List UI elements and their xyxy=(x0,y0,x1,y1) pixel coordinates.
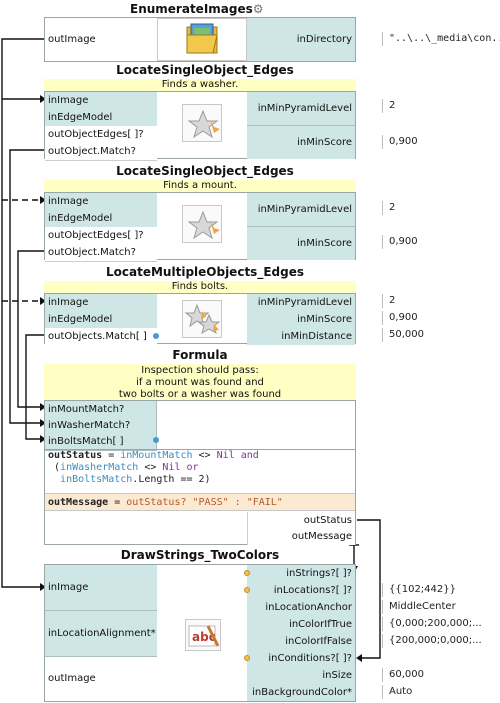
formula-description: Inspection should pass: if a mount was f… xyxy=(44,364,356,402)
optional-port-icon xyxy=(244,570,250,576)
pin-out-object-edges[interactable]: outObjectEdges[ ]? xyxy=(45,126,157,144)
value-min-score[interactable]: 0,900 xyxy=(382,135,418,149)
pin-in-edge-model[interactable]: inEdgeModel xyxy=(45,210,157,228)
pin-in-edge-model[interactable]: inEdgeModel xyxy=(45,109,157,127)
value-size[interactable]: 60,000 xyxy=(382,668,424,682)
value-color-if-true[interactable]: {0,000;200,000;... xyxy=(382,617,482,631)
pin-in-conditions[interactable]: inConditions?[ ]? xyxy=(247,650,355,668)
formula-status-expression[interactable]: outStatus = inMountMatch <> Nil and (inW… xyxy=(48,450,259,485)
array-port-icon xyxy=(153,437,159,443)
draw-text-icon: abc xyxy=(185,619,221,651)
folder-images-icon xyxy=(157,18,247,61)
pin-in-color-if-false[interactable]: inColorIfFalse xyxy=(247,633,355,651)
directory-value[interactable]: "..\..\_media\con... xyxy=(382,32,500,46)
pin-out-object-edges[interactable]: outObjectEdges[ ]? xyxy=(45,227,157,245)
locate2-description: Finds a mount. xyxy=(44,180,356,193)
pin-out-image[interactable]: outImage xyxy=(45,657,157,701)
formula-message-row[interactable]: outMessage = outStatus? "PASS" : "FAIL" xyxy=(45,493,355,511)
locate-bolts-block[interactable]: inImage inEdgeModel outObjects.Match[ ] … xyxy=(44,293,356,345)
optional-port-icon xyxy=(244,655,250,661)
value-color-if-false[interactable]: {200,000;0,000;... xyxy=(382,634,482,648)
value-background-color[interactable]: Auto xyxy=(382,685,412,699)
pin-in-locations[interactable]: inLocations?[ ]? xyxy=(247,582,355,600)
draw-title: DrawStrings_TwoColors xyxy=(120,548,280,562)
value-min-pyramid-level[interactable]: 2 xyxy=(382,294,395,308)
pin-in-color-if-true[interactable]: inColorIfTrue xyxy=(247,616,355,634)
formula-block[interactable]: inMountMatch? inWasherMatch? inBoltsMatc… xyxy=(44,400,356,545)
pin-in-min-score[interactable]: inMinScore xyxy=(247,227,355,260)
pin-in-min-pyramid-level[interactable]: inMinPyramidLevel xyxy=(247,294,355,312)
pin-in-image[interactable]: inImage xyxy=(45,92,157,110)
pin-out-object-match[interactable]: outObject.Match? xyxy=(45,244,157,262)
pin-in-background-color[interactable]: inBackgroundColor* xyxy=(247,684,355,701)
locate2-title: LocateSingleObject_Edges xyxy=(116,164,294,178)
optional-port-icon xyxy=(244,587,250,593)
pin-in-min-distance[interactable]: inMinDistance xyxy=(247,328,355,345)
value-locations[interactable]: {{102;442}} xyxy=(382,583,456,597)
pin-in-strings[interactable]: inStrings?[ ]? xyxy=(247,565,355,583)
formula-title: Formula xyxy=(172,348,228,362)
enumerate-images-block[interactable]: outImage inDirectory xyxy=(44,17,356,62)
pin-in-image[interactable]: inImage xyxy=(45,294,157,312)
pin-in-location-alignment[interactable]: inLocationAlignment* xyxy=(45,611,157,657)
value-min-pyramid-level[interactable]: 2 xyxy=(382,201,395,215)
array-port-icon xyxy=(153,333,159,339)
locate3-description: Finds bolts. xyxy=(44,281,356,294)
value-min-pyramid-level[interactable]: 2 xyxy=(382,99,395,113)
pin-out-object-match[interactable]: outObject.Match? xyxy=(45,143,157,161)
pin-in-min-pyramid-level[interactable]: inMinPyramidLevel xyxy=(247,92,355,126)
locate1-description: Finds a washer. xyxy=(44,79,356,92)
locate3-title: LocateMultipleObjects_Edges xyxy=(106,265,304,279)
pin-in-min-score[interactable]: inMinScore xyxy=(247,311,355,329)
value-min-score[interactable]: 0,900 xyxy=(382,235,418,249)
enumerate-title: EnumerateImages⚙ xyxy=(130,2,264,16)
pin-out-message[interactable]: outMessage xyxy=(247,528,355,545)
value-min-distance[interactable]: 50,000 xyxy=(382,328,424,342)
pin-in-image[interactable]: inImage xyxy=(45,193,157,211)
pin-in-image[interactable]: inImage xyxy=(45,565,157,611)
pin-out-image[interactable]: outImage xyxy=(45,31,157,48)
pin-in-size[interactable]: inSize xyxy=(247,667,355,685)
star-shape-icon xyxy=(182,104,222,142)
pin-out-objects-match[interactable]: outObjects.Match[ ] xyxy=(45,328,157,345)
pin-in-directory[interactable]: inDirectory xyxy=(247,18,355,61)
draw-strings-block[interactable]: inImage inLocationAlignment* outImage ab… xyxy=(44,564,356,702)
locate-washer-block[interactable]: inImage inEdgeModel outObjectEdges[ ]? o… xyxy=(44,91,356,161)
pin-in-location-anchor[interactable]: inLocationAnchor xyxy=(247,599,355,617)
star-shape-icon xyxy=(182,205,222,243)
pin-in-edge-model[interactable]: inEdgeModel xyxy=(45,311,157,329)
locate-mount-block[interactable]: inImage inEdgeModel outObjectEdges[ ]? o… xyxy=(44,192,356,262)
pin-in-min-pyramid-level[interactable]: inMinPyramidLevel xyxy=(247,193,355,227)
gear-icon[interactable]: ⚙ xyxy=(252,2,264,16)
value-min-score[interactable]: 0,900 xyxy=(382,311,418,325)
svg-text:abc: abc xyxy=(192,630,216,644)
pin-in-min-score[interactable]: inMinScore xyxy=(247,126,355,159)
multi-star-shape-icon xyxy=(182,300,222,338)
locate1-title: LocateSingleObject_Edges xyxy=(116,63,294,77)
value-location-anchor[interactable]: MiddleCenter xyxy=(382,600,456,614)
